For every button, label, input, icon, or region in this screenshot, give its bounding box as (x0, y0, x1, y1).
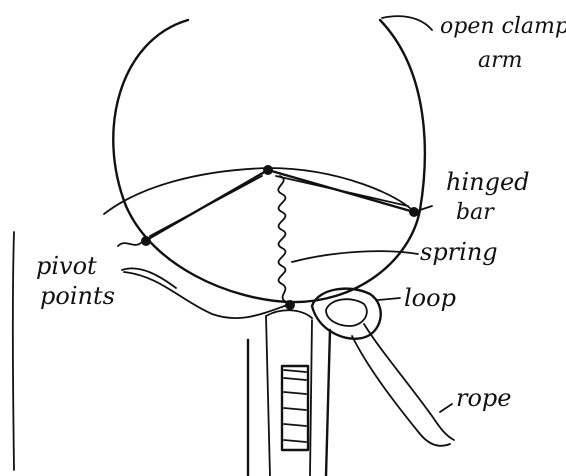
spring-coil (278, 176, 286, 302)
shaft-inner-right (310, 320, 312, 476)
label-hinged-bar-2: bar (456, 202, 494, 224)
pivot-pointer (118, 242, 142, 246)
label-spring: spring (420, 240, 498, 264)
shaft-top (266, 310, 312, 318)
label-hinged-bar-1: hinged (446, 170, 530, 194)
label-pivot-points-2: points (40, 284, 115, 308)
label-loop: loop (404, 286, 456, 310)
pivot-point-bottom (285, 300, 295, 310)
hinged-bar-right-2 (276, 176, 408, 206)
label-rope: rope (456, 386, 512, 410)
open-clamp-arm (113, 20, 425, 302)
shaft-inner-left (266, 316, 270, 476)
pivot-point-left (141, 236, 151, 246)
rope-line-1 (364, 324, 454, 440)
label-open-clamp-arm-2: arm (478, 50, 523, 72)
shaft-slot-fill (284, 370, 306, 442)
label-pivot-points-1: pivot (36, 254, 97, 278)
pivot-point-right (409, 207, 419, 217)
rope-line-2 (352, 336, 450, 446)
lower-outer-curve (124, 272, 290, 318)
loop-inner (326, 299, 367, 326)
shaft-outer-right (326, 330, 330, 476)
loop-outer (312, 289, 381, 339)
rope-pointer (440, 404, 452, 412)
label-open-clamp-arm-1: open clamp (440, 16, 566, 38)
left-edge-line (13, 232, 14, 470)
pivot-point-top (263, 165, 273, 175)
loop-pointer (378, 298, 400, 300)
clamp-arm-pointer (382, 16, 432, 30)
hinged-bar-left-2 (150, 176, 262, 236)
